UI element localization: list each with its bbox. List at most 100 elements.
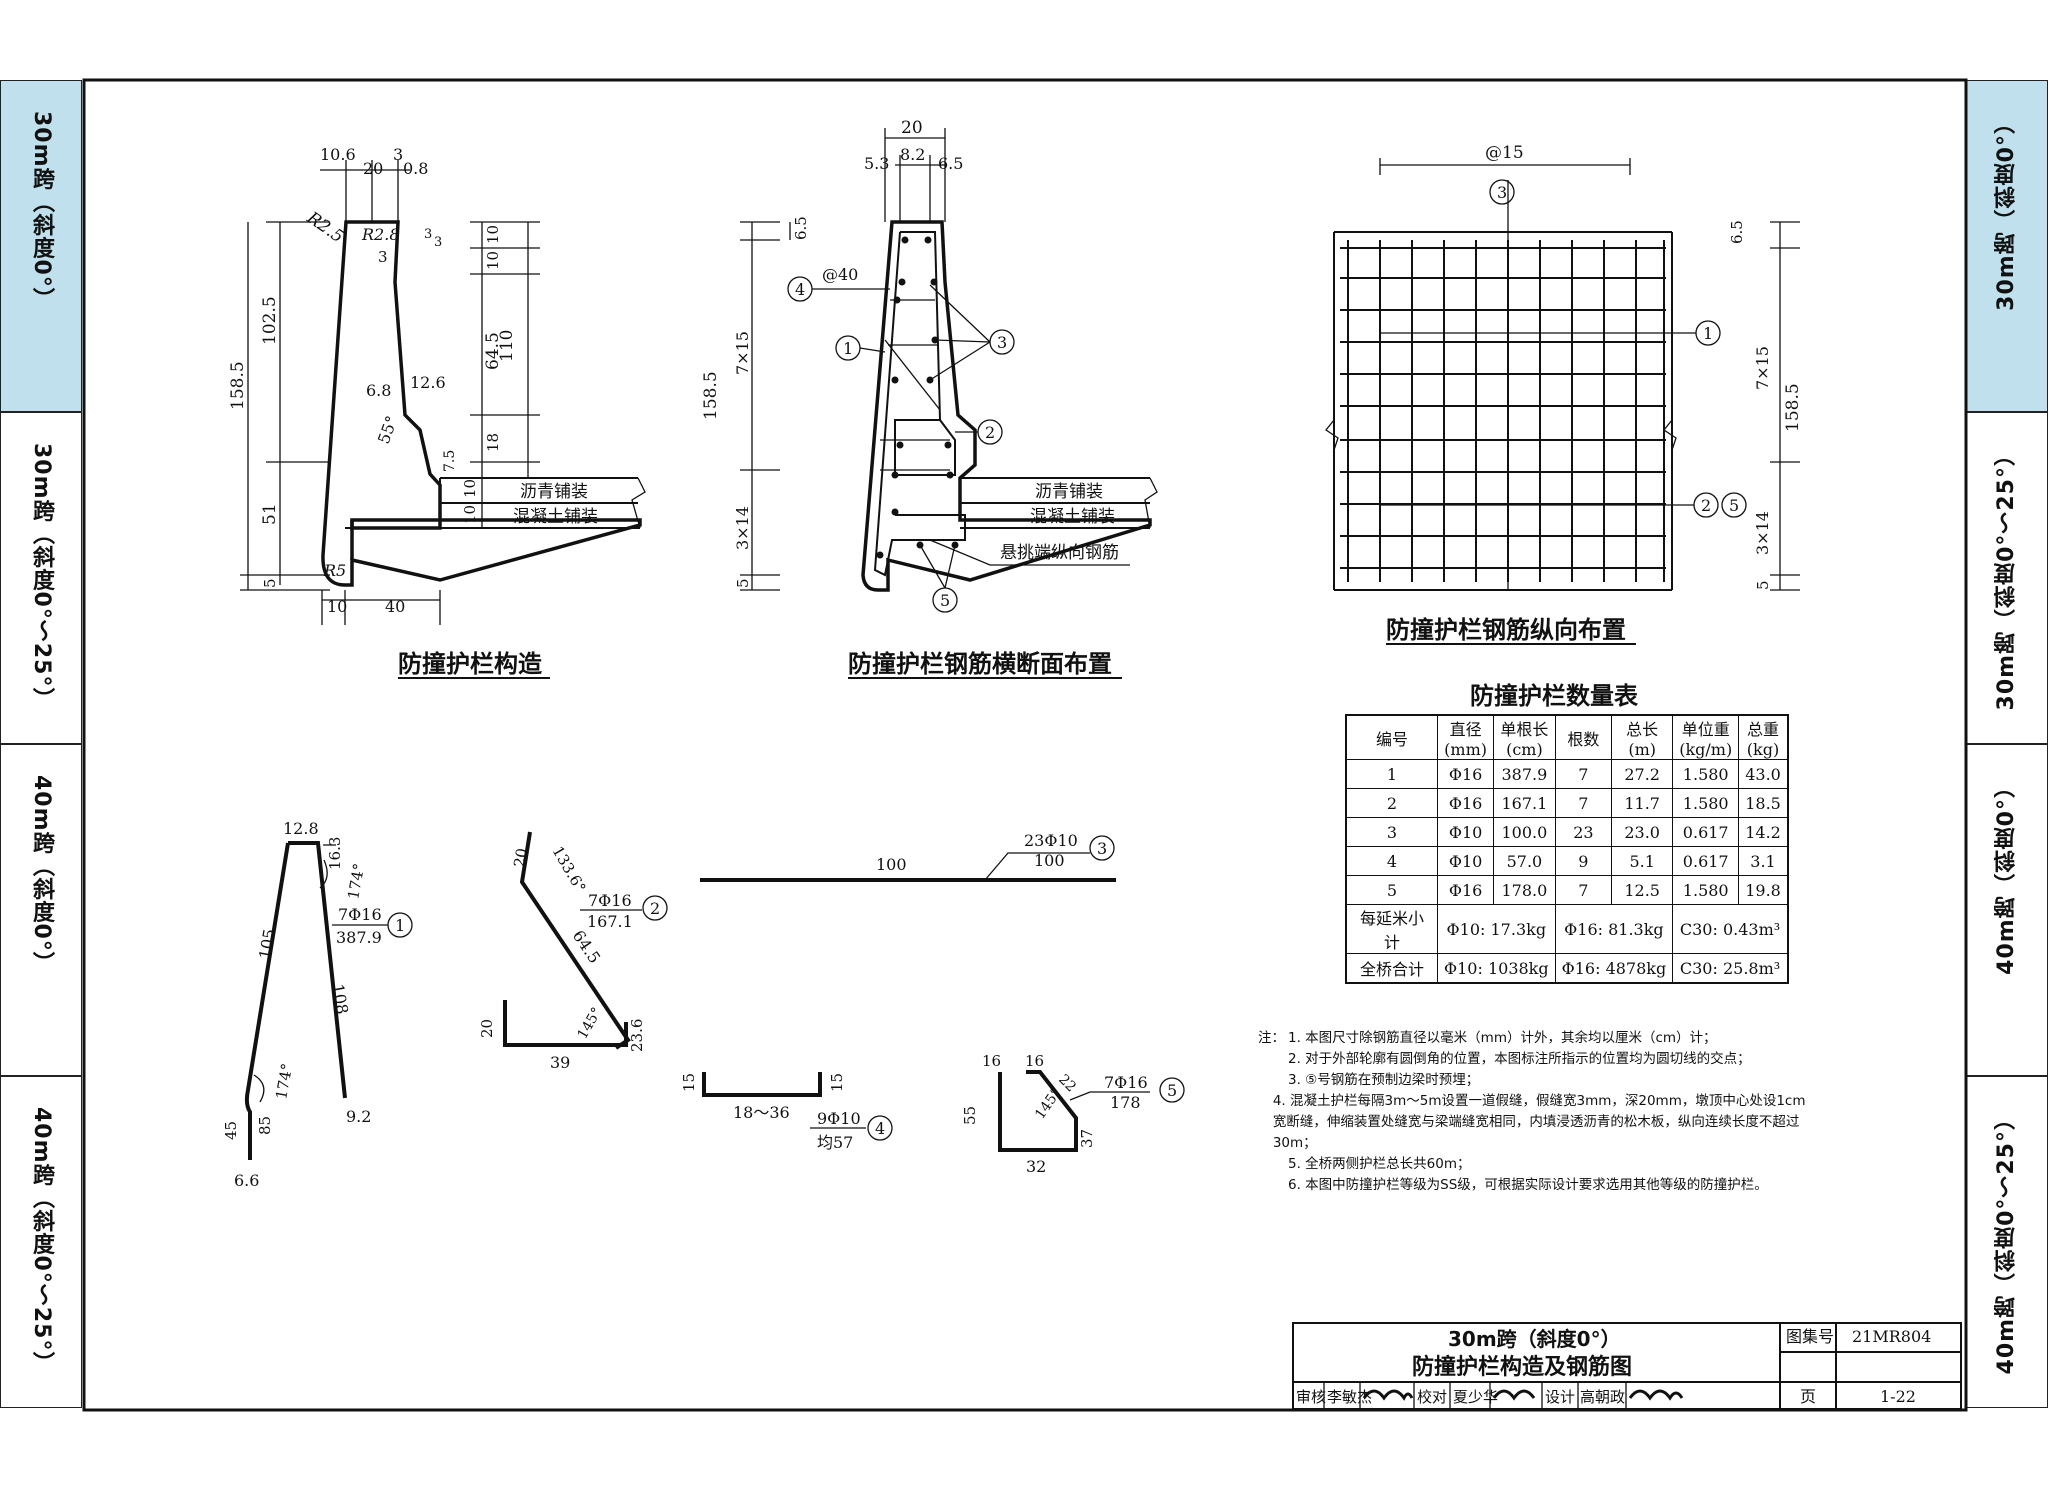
bar5-label: 7Φ16 — [1104, 1073, 1148, 1092]
bar1-label: 7Φ16 — [338, 905, 382, 924]
sheet-frame — [82, 78, 1968, 1412]
page-label: 页 — [1800, 1387, 1816, 1406]
rebar-shape-5: 16 16 22 145° 37 55 32 7Φ16 178 5 — [961, 1052, 1185, 1176]
dim-top-1: 10.6 — [320, 145, 356, 164]
cell: 0.617 — [1672, 846, 1740, 876]
bar1-marker[interactable]: 1 — [387, 912, 413, 938]
cell: 27.2 — [1611, 759, 1674, 789]
bar2-dim-1: 20 — [510, 847, 531, 869]
bar1-dim-8: 6.6 — [234, 1171, 259, 1190]
cell: 11.7 — [1611, 788, 1674, 818]
dim-right-7: 10 — [461, 479, 479, 498]
bar5-dim-5: 55 — [961, 1106, 979, 1125]
header-diameter: 直径 — [1449, 720, 1482, 739]
subtotal-row: 每延米小计 Φ10: 17.3kg Φ16: 81.3kg C30: 0.43m… — [1345, 904, 1789, 954]
note-5: 5. 全桥两侧护栏总长共60m； — [1288, 1156, 1471, 1172]
bar3-label: 23Φ10 — [1024, 831, 1078, 850]
title-rebar-cross-section: 防撞护栏钢筋横断面布置 — [848, 650, 1112, 678]
section-dim-right-top: 6.5 — [792, 216, 810, 240]
marker-5b[interactable]: 5 — [1721, 492, 1747, 518]
note-row: 2. 对于外部轮廓有圆倒角的位置，本图标注所指示的位置均为圆切线的交点； — [1258, 1049, 1818, 1070]
bar5-marker[interactable]: 5 — [1159, 1077, 1185, 1103]
title-block-lines: 30m跨（斜度0°） 防撞护栏构造及钢筋图 图集号 21MR804 页 1-22… — [1292, 1322, 1962, 1410]
bar4-marker[interactable]: 4 — [867, 1115, 893, 1141]
rebar-shape-1: 12.8 16.3 174° 105 108 9.2 174° 45 85 6.… — [222, 819, 413, 1190]
designer-signature — [1628, 1389, 1684, 1401]
header-count: 根数 — [1567, 729, 1600, 749]
header-unit-weight-unit: (kg/m) — [1679, 740, 1733, 759]
radius-r25: R2.5 — [302, 207, 347, 247]
asphalt-label-2: 沥青铺装 — [1035, 482, 1103, 502]
section-dim-top: 20 — [901, 118, 923, 138]
cell: C30: 25.8m³ — [1672, 953, 1789, 984]
marker-5[interactable]: 5 — [932, 587, 958, 613]
marker-3[interactable]: 3 — [989, 329, 1015, 355]
page-number: 1-22 — [1880, 1387, 1916, 1406]
design-label: 设计 — [1545, 1388, 1575, 1406]
longitudinal-dim-bottom: 5 — [1754, 580, 1772, 590]
notes-label: 注： — [1258, 1030, 1285, 1046]
bar1-dim-1: 12.8 — [283, 819, 319, 838]
svg-text:5: 5 — [1729, 496, 1739, 515]
marker-2b[interactable]: 2 — [1693, 492, 1719, 518]
cell: Φ16 — [1436, 875, 1495, 905]
cell: Φ16: 81.3kg — [1554, 904, 1674, 954]
dim-top-3: 3 — [393, 145, 403, 164]
bar3-dim: 100 — [876, 855, 907, 874]
bar1-dim-6: 45 — [222, 1121, 240, 1140]
svg-text:2: 2 — [650, 899, 660, 918]
marker-1b[interactable]: 1 — [1695, 320, 1721, 346]
longitudinal-frame — [1333, 231, 1673, 591]
cell: 23.0 — [1611, 817, 1674, 847]
bar2-dim-3: 23.6 — [628, 1019, 646, 1052]
note-row: 5. 全桥两侧护栏总长共60m； — [1258, 1154, 1818, 1175]
title-line-1: 30m跨（斜度0°） — [1448, 1327, 1621, 1351]
diagram-rebar-cross-section: 沥青铺装 混凝土铺装 悬挑端纵向钢筋 20 5.3 8.2 6.5 158.5 … — [701, 118, 1158, 679]
cell: Φ10 — [1436, 817, 1495, 847]
note-3: 3. ⑤号钢筋在预制边梁时预埋； — [1288, 1072, 1480, 1088]
section-spacing: @40 — [822, 265, 858, 284]
bar1-dim-5: 9.2 — [346, 1107, 371, 1126]
longitudinal-spacing: @15 — [1485, 143, 1524, 163]
svg-text:4: 4 — [795, 280, 805, 299]
marker-2[interactable]: 2 — [977, 419, 1003, 445]
table-header-row: 编号 直径(mm) 单根长(cm) 根数 总长(m) 单位重(kg/m) 总重(… — [1345, 714, 1789, 760]
dim-small-3: 3 — [378, 248, 388, 266]
dim-top-2: 20 — [363, 159, 383, 178]
cell: 43.0 — [1738, 759, 1789, 789]
note-2: 2. 对于外部轮廓有圆倒角的位置，本图标注所指示的位置均为圆切线的交点； — [1288, 1051, 1751, 1067]
marker-3b[interactable]: 3 — [1489, 179, 1515, 205]
left-tab-3[interactable]: 40m跨（斜度0°） — [0, 744, 82, 1076]
bar2-length: 167.1 — [587, 912, 633, 931]
svg-text:5: 5 — [940, 591, 950, 610]
review-label: 审核 — [1296, 1388, 1326, 1406]
section-rebars — [873, 231, 966, 577]
cell: 7 — [1554, 759, 1613, 789]
svg-text:1: 1 — [843, 339, 853, 358]
title-block — [1292, 1322, 1962, 1410]
left-tab-2[interactable]: 30m跨（斜度0°～25°） — [0, 412, 82, 744]
bar2-marker[interactable]: 2 — [642, 895, 668, 921]
dim-lines-bottom — [321, 590, 441, 625]
marker-4[interactable]: 4 — [787, 276, 813, 302]
svg-text:3: 3 — [997, 333, 1007, 352]
cell: 178.0 — [1493, 875, 1556, 905]
cell: 2 — [1345, 788, 1438, 818]
dim-left-total: 158.5 — [228, 361, 248, 410]
concrete-label-1: 混凝土铺装 — [513, 507, 598, 527]
cell: 5 — [1345, 875, 1438, 905]
header-total-length-unit: (m) — [1628, 740, 1656, 759]
marker-1[interactable]: 1 — [835, 335, 861, 361]
rebar-shape-2: 20 133.6° 64.5 145° 23.6 20 39 7Φ16 167.… — [478, 831, 668, 1072]
title-line-2: 防撞护栏构造及钢筋图 — [1412, 1354, 1632, 1380]
note-4: 4. 混凝土护栏每隔3m～5m设置一道假缝，假缝宽3mm，深20mm，墩顶中心处… — [1272, 1093, 1806, 1151]
bar3-marker[interactable]: 3 — [1089, 835, 1115, 861]
section-outline — [861, 220, 1152, 592]
dim-bottom-1: 10 — [327, 597, 347, 616]
left-tab-1[interactable]: 30m跨（斜度0°） — [0, 80, 82, 412]
svg-text:1: 1 — [1703, 324, 1713, 343]
bar4-label: 9Φ10 — [817, 1109, 861, 1128]
left-tab-4[interactable]: 40m跨（斜度0°～25°） — [0, 1076, 82, 1408]
section-dim-left-lines — [740, 221, 780, 591]
